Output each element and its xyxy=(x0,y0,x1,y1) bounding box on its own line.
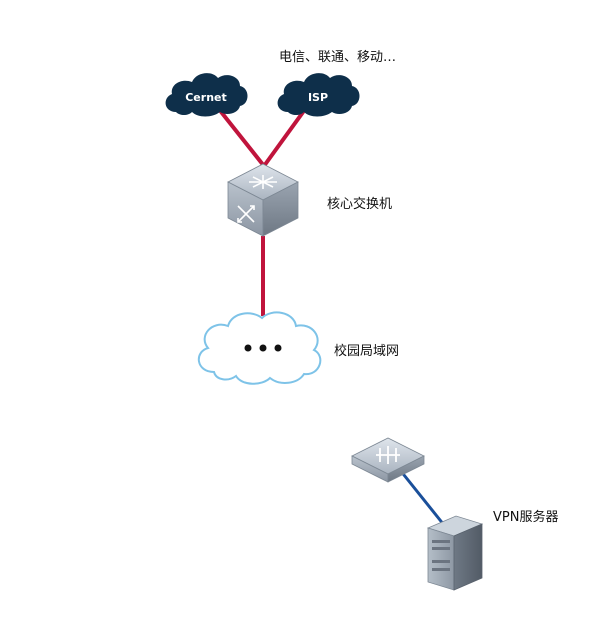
cernet-label: Cernet xyxy=(185,91,227,104)
lan-dot-1 xyxy=(244,344,252,352)
link-cernet-to-core xyxy=(216,106,266,168)
core-switch-icon xyxy=(227,163,299,237)
vpn-server-icon xyxy=(426,515,484,591)
campus-lan-label: 校园局域网 xyxy=(334,344,400,359)
isp-providers-label: 电信、联通、移动… xyxy=(279,50,397,65)
cernet-cloud: Cernet xyxy=(165,73,248,117)
isp-label: ISP xyxy=(308,91,328,104)
access-switch-icon xyxy=(351,437,425,483)
link-isp-to-core xyxy=(262,106,308,168)
lan-dot-2 xyxy=(259,344,267,352)
campus-lan-cloud xyxy=(198,311,322,385)
isp-cloud: ISP xyxy=(277,73,360,117)
link-switch-to-vpn-server xyxy=(398,469,450,531)
core-switch-label: 核心交换机 xyxy=(327,197,393,212)
vpn-server-label: VPN服务器 xyxy=(493,510,559,525)
lan-dot-3 xyxy=(274,344,282,352)
